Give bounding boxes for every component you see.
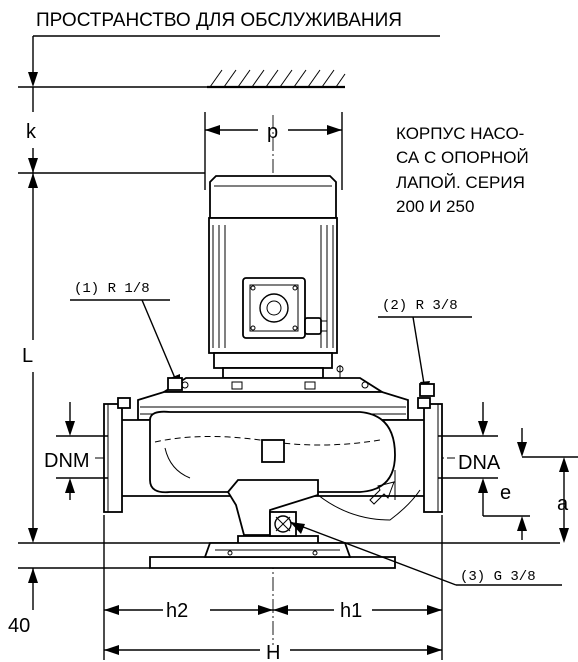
dimension-h1 [273,605,442,615]
dimension-p-label: p [267,121,278,143]
description-block: КОРПУС НАСО- СА С ОПОРНОЙ ЛАПОЙ. СЕРИЯ 2… [396,124,529,216]
callout-1-label: (1) R 1/8 [74,281,150,297]
callout-2-leader [378,316,472,397]
dimension-h2-label: h2 [166,600,188,622]
dimension-40 [18,567,150,610]
callout-1-leader [70,299,183,391]
dimension-p [204,112,343,190]
service-space-leader [28,35,440,87]
ceiling-hatch [207,69,346,89]
dimension-40-label: 40 [8,615,30,637]
callout-3-leader [289,521,562,586]
dimension-a-label: a [557,493,569,515]
dimension-k-label: k [26,121,37,143]
support-foot [149,542,396,569]
description-line-3: ЛАПОЙ. СЕРИЯ [396,173,525,192]
dimension-DNA [438,402,498,516]
dimension-H-label: H [266,642,280,662]
dimension-L-label: L [22,345,33,367]
description-line-1: КОРПУС НАСО- [396,124,524,143]
callout-2-label: (2) R 3/8 [382,298,458,314]
callout-3-label: (3) G 3/8 [460,569,536,585]
dimension-H [104,645,442,655]
dimension-DNM [56,402,108,500]
dimension-DNA-label: DNA [458,452,501,474]
dimension-e-label: e [500,482,511,504]
pump-casing [103,377,443,545]
dimension-DNM-label: DNM [44,450,90,472]
dimension-h1-label: h1 [340,600,362,622]
service-space-label: ПРОСТРАНСТВО ДЛЯ ОБСЛУЖИВАНИЯ [36,10,402,31]
dimension-e [483,428,530,540]
description-line-2: СА С ОПОРНОЙ [396,148,529,167]
motor [208,175,344,380]
description-line-4: 200 И 250 [396,197,474,216]
dimension-a [522,456,578,543]
dimension-h2 [103,515,443,660]
dimension-k [18,86,210,190]
